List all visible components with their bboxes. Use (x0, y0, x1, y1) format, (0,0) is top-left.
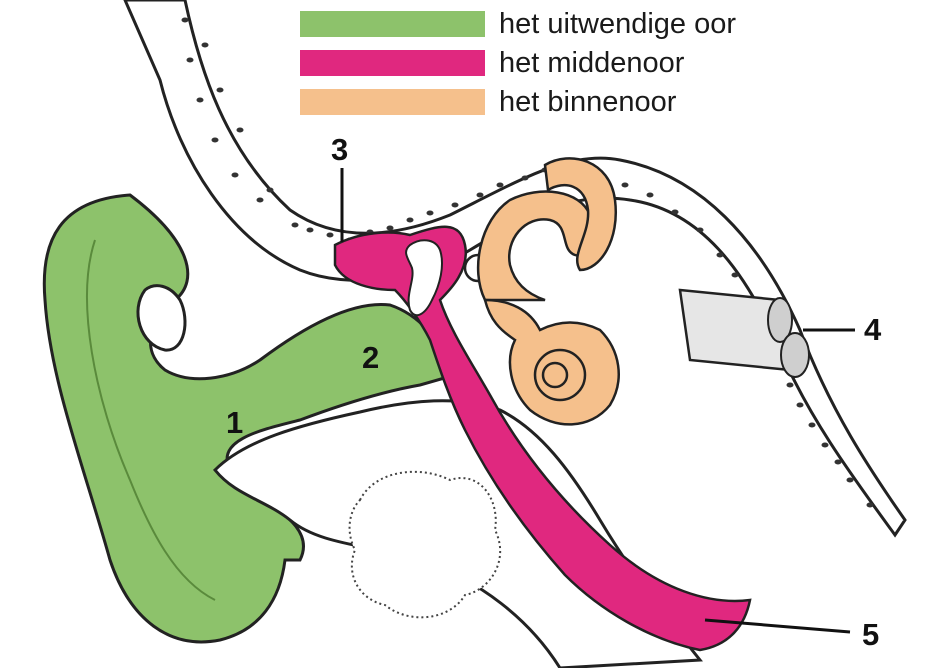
bone-speckle (476, 192, 484, 198)
bone-speckle (521, 175, 529, 181)
bone-speckle (326, 232, 334, 238)
legend-item-middle-ear: het middenoor (300, 46, 684, 80)
legend-label-outer-ear: het uitwendige oor (499, 7, 736, 40)
bone-speckle (181, 17, 189, 23)
bone-speckle (231, 172, 239, 178)
legend-label-middle-ear: het middenoor (499, 46, 685, 79)
label-5: 5 (862, 617, 880, 652)
legend-swatch-middle-ear (300, 50, 485, 76)
bone-speckle (211, 137, 219, 143)
bone-speckle (834, 459, 842, 465)
bone-speckle (846, 477, 854, 483)
label-3: 3 (331, 132, 349, 167)
bone-speckle (866, 502, 874, 508)
bone-speckle (646, 192, 654, 198)
legend-swatch-inner-ear (300, 89, 485, 115)
bone-speckle (186, 57, 194, 63)
bone-speckle (696, 227, 704, 233)
legend-swatch-outer-ear (300, 11, 485, 37)
label-1: 1 (226, 405, 244, 440)
legend-item-outer-ear: het uitwendige oor (300, 7, 736, 41)
bone-speckle (808, 422, 816, 428)
bone-speckle (786, 382, 794, 388)
bone-speckle (426, 210, 434, 216)
bone-speckle (621, 182, 629, 188)
bone-speckle (451, 202, 459, 208)
bone-speckle (821, 442, 829, 448)
bone-speckle (196, 97, 204, 103)
legend-item-inner-ear: het binnenoor (300, 85, 676, 119)
bone-speckle (201, 42, 209, 48)
leader-lines (340, 168, 855, 634)
label-4: 4 (864, 312, 882, 347)
bone-speckle (496, 182, 504, 188)
bone-speckle (306, 227, 314, 233)
parotid-gland (348, 470, 502, 619)
auricle-fold (86, 239, 216, 601)
bone-speckle (716, 252, 724, 258)
bone-speckle (266, 187, 274, 193)
bone-speckle (256, 197, 264, 203)
bone-speckle (731, 272, 739, 278)
inner-ear (476, 157, 620, 426)
bone-speckle (386, 225, 394, 231)
bone-speckle (796, 402, 804, 408)
ossicles (405, 239, 443, 317)
auditory-nerve (678, 288, 810, 378)
ear-canal-cavity (136, 284, 187, 352)
bone-speckle (216, 87, 224, 93)
bone-speckle (236, 127, 244, 133)
label-2: 2 (362, 340, 380, 375)
legend-label-inner-ear: het binnenoor (499, 85, 677, 118)
bone-speckle (671, 209, 679, 215)
middle-ear (333, 225, 752, 652)
bone-speckle (406, 217, 414, 223)
bone-speckle (291, 222, 299, 228)
